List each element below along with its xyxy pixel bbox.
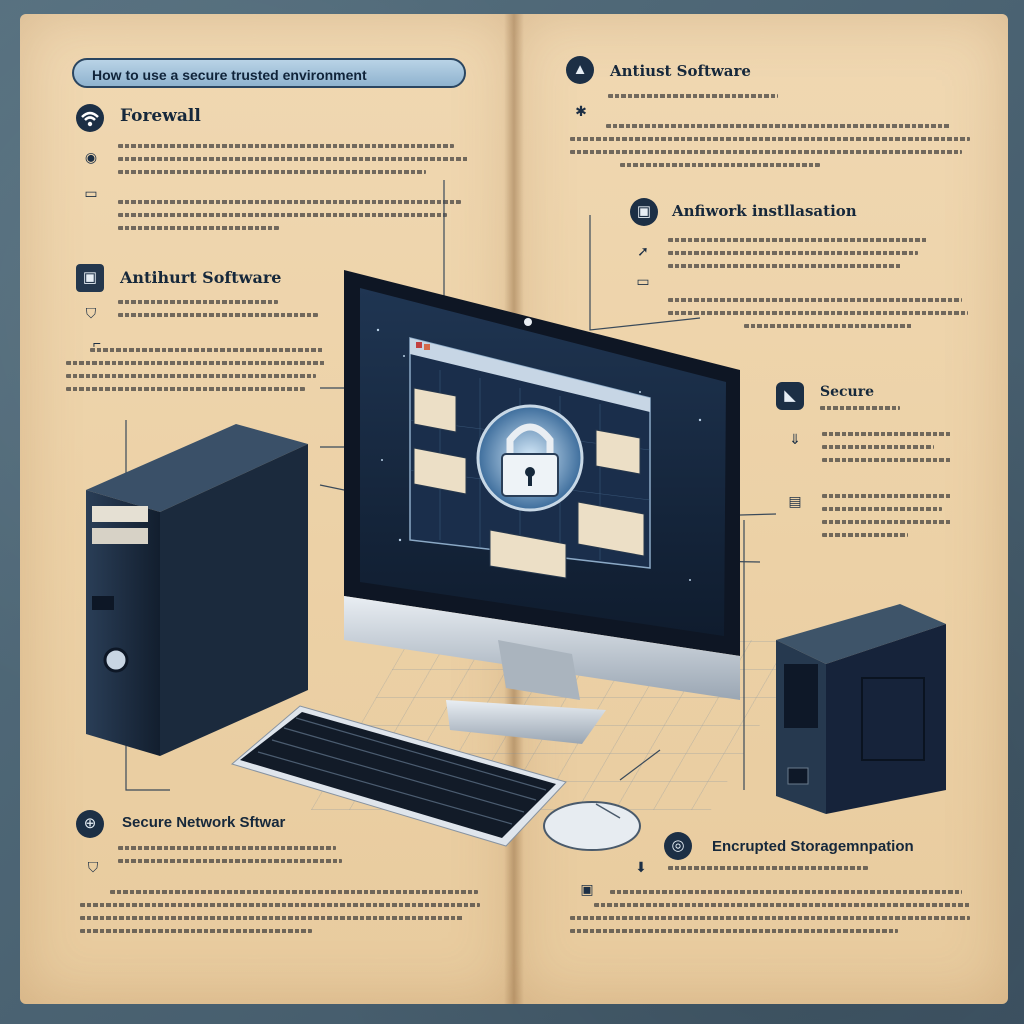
shield-icon: ⛉ xyxy=(85,305,97,321)
lock-icon: ◎ xyxy=(664,832,692,860)
antivirus-right-heading: Antiust Software xyxy=(610,62,751,80)
triangle-icon: ▲ xyxy=(566,56,594,84)
secure-text xyxy=(822,432,952,471)
eye-icon: ◉ xyxy=(84,149,98,165)
secure-network-text xyxy=(118,846,458,872)
wifi-icon xyxy=(76,104,104,132)
network-install-text-2 xyxy=(668,298,968,337)
arrow-icon: ➚ xyxy=(637,243,649,259)
globe-icon: ⊕ xyxy=(76,810,104,838)
antivirus-right-text-2 xyxy=(570,124,970,176)
device-icon: ▤ xyxy=(788,493,802,509)
network-install-text xyxy=(668,238,928,277)
network-install-heading: Anfiwork instllasation xyxy=(672,202,857,220)
antivirus-right-text xyxy=(608,94,778,107)
secure-network-heading: Secure Network Sftwar xyxy=(122,814,286,831)
antivirus-left-text-2 xyxy=(66,348,326,400)
down-arrow-icon: ⬇ xyxy=(635,859,647,875)
download-icon: ⇓ xyxy=(789,431,801,447)
firewall-heading: Forewall xyxy=(120,106,201,126)
secure-heading: Secure xyxy=(820,384,875,400)
file-lock-icon: ▣ xyxy=(580,881,594,897)
shield-icon-2: ◣ xyxy=(776,382,804,410)
secure-network-text-2 xyxy=(80,890,480,942)
encrypted-storage-heading: Encrupted Storagemnpation xyxy=(712,838,914,855)
book-spine xyxy=(504,14,524,1004)
shield-small-icon: ⛉ xyxy=(87,859,99,875)
firewall-text xyxy=(118,144,468,183)
secure-text-2 xyxy=(822,494,952,546)
chart-icon: ⌐ xyxy=(92,335,102,351)
antivirus-left-heading: Antihurt Software xyxy=(120,268,282,287)
screen-icon: ▭ xyxy=(636,273,650,289)
secure-subtext xyxy=(820,406,900,419)
firewall-text-2 xyxy=(118,200,468,239)
monitor-icon-2: ▣ xyxy=(630,198,658,226)
encrypted-storage-text xyxy=(668,866,868,879)
antivirus-left-text xyxy=(118,300,318,326)
monitor-icon: ▣ xyxy=(76,264,104,292)
bug-icon: ✱ xyxy=(575,103,587,119)
encrypted-storage-text-2 xyxy=(570,890,970,942)
page-title: How to use a secure trusted environment xyxy=(72,58,466,88)
drive-icon: ▭ xyxy=(84,185,98,201)
